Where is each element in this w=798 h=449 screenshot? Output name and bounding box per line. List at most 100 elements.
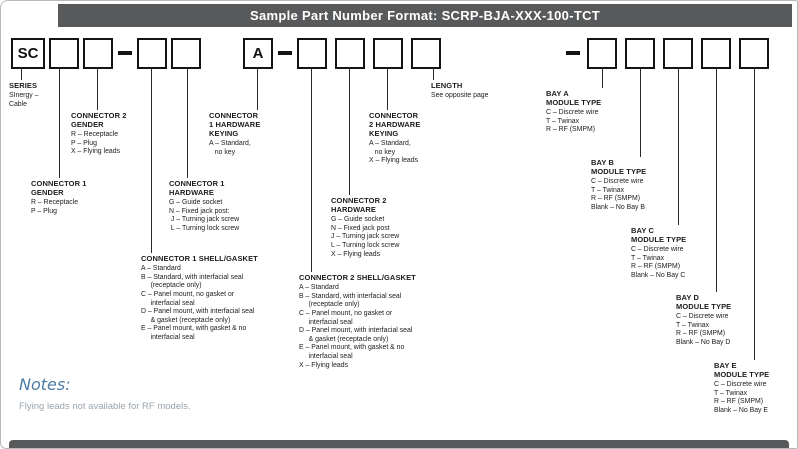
leader-line-connector2-gender	[97, 68, 98, 110]
option-line: X – Flying leads	[299, 361, 349, 369]
option-line: Blank – No Bay D	[676, 338, 731, 346]
leader-line-bay-c	[678, 68, 679, 225]
option-line: L – Turning lock screw	[331, 241, 400, 249]
part-box-connector2-gender	[83, 38, 113, 69]
part-box-connector1-gender	[49, 38, 79, 69]
option-line: interfacial seal	[141, 334, 195, 341]
label-bay-a-title: BAY A MODULE TYPE	[546, 89, 602, 107]
label-connector1-hardware-title: CONNECTOR 1 HARDWARE	[169, 179, 225, 197]
option-line: Cable	[9, 100, 28, 108]
option-line: X – Flying leads	[71, 148, 121, 156]
option-line: A – Standard,	[209, 140, 251, 147]
label-connector1-gender-title: CONNECTOR 1 GENDER	[31, 179, 87, 197]
option-line: C – Discrete wire	[714, 381, 767, 388]
option-line: (receptacle only)	[141, 282, 202, 290]
option-line: R – RF (SMPM)	[591, 195, 640, 203]
option-line: interfacial seal	[299, 353, 353, 360]
label-length-options: See opposite page	[431, 92, 488, 101]
part-box-bay-e	[739, 38, 769, 69]
option-line: R – Receptacle	[71, 131, 119, 138]
option-line: & gasket (receptacle only)	[299, 335, 389, 343]
part-box-length	[411, 38, 441, 69]
leader-line-length	[433, 68, 434, 80]
option-line: L – Turning lock screw	[169, 224, 240, 232]
part-box-bay-b	[625, 38, 655, 69]
option-line: T – Twinax	[546, 117, 580, 125]
option-line: C – Discrete wire	[631, 246, 684, 253]
label-bay-c-title: BAY C MODULE TYPE	[631, 226, 687, 244]
label-connector1-hardware-keying-options: A – Standard, no key	[209, 140, 260, 157]
option-line: R – RF (SMPM)	[714, 398, 763, 406]
option-line: P – Plug	[31, 207, 57, 215]
notes-heading: Notes:	[19, 375, 71, 394]
option-line: B – Standard, with interfacial seal	[299, 292, 402, 300]
part-box-bay-a	[587, 38, 617, 69]
label-length-title: LENGTH	[431, 81, 463, 90]
option-line: C – Panel mount, no gasket or	[299, 309, 393, 317]
label-connector2-hardware-keying: CONNECTOR 2 HARDWARE KEYING A – Standard…	[369, 111, 420, 166]
leader-line-bay-e	[754, 68, 755, 360]
leader-line-connector1-shell-gasket	[151, 68, 152, 253]
label-connector2-shell-gasket-title: CONNECTOR 2 SHELL/GASKET	[299, 273, 416, 282]
part-box-bay-c	[663, 38, 693, 69]
title-bar: Sample Part Number Format: SCRP-BJA-XXX-…	[58, 4, 792, 27]
option-line: P – Plug	[71, 139, 97, 147]
leader-line-bay-d	[716, 68, 717, 292]
option-line: no key	[369, 148, 396, 156]
part-box-connector2-shell-gasket	[297, 38, 327, 69]
label-connector2-hardware-title: CONNECTOR 2 HARDWARE	[331, 196, 387, 214]
label-bay-e-title: BAY E MODULE TYPE	[714, 361, 770, 379]
option-line: X – Flying leads	[369, 157, 419, 165]
option-line: J – Turning jack screw	[169, 216, 240, 224]
dash-separator-3	[566, 51, 580, 55]
page-title: Sample Part Number Format: SCRP-BJA-XXX-…	[250, 8, 600, 23]
label-connector1-hardware-keying: CONNECTOR 1 HARDWARE KEYING A – Standard…	[209, 111, 260, 157]
label-bay-d-title: BAY D MODULE TYPE	[676, 293, 732, 311]
label-series-options: SInergy –Cable	[9, 92, 39, 109]
option-line: A – Standard,	[369, 140, 411, 147]
label-connector1-hardware-keying-title: CONNECTOR 1 HARDWARE KEYING	[209, 111, 261, 138]
label-connector1-shell-gasket-title: CONNECTOR 1 SHELL/GASKET	[141, 254, 258, 263]
label-connector2-gender-title: CONNECTOR 2 GENDER	[71, 111, 127, 129]
option-line: Blank – No Bay B	[591, 203, 646, 211]
option-line: C – Panel mount, no gasket or	[141, 290, 235, 298]
option-line: G – Guide socket	[169, 199, 223, 206]
leader-line-series	[21, 68, 22, 80]
option-line: C – Discrete wire	[676, 313, 729, 320]
option-line: Blank – No Bay C	[631, 271, 686, 279]
part-box-connector1-keying: A	[243, 38, 273, 69]
leader-line-connector1-keying	[257, 68, 258, 110]
part-box-bay-d	[701, 38, 731, 69]
leader-line-connector2-shell-gasket	[311, 68, 312, 272]
leader-line-connector1-hardware	[187, 68, 188, 178]
option-line: B – Standard, with interfacial seal	[141, 273, 244, 281]
option-line: D – Panel mount, with interfacial seal	[299, 327, 413, 335]
option-line: & gasket (receptacle only)	[141, 316, 231, 324]
option-line: C – Discrete wire	[591, 178, 644, 185]
option-line: D – Panel mount, with interfacial seal	[141, 308, 255, 316]
option-line: T – Twinax	[631, 254, 665, 262]
option-line: C – Discrete wire	[546, 109, 599, 116]
footer-bar	[9, 440, 789, 448]
dash-separator-1	[118, 51, 132, 55]
option-line: A – Standard	[141, 265, 181, 272]
option-line: E – Panel mount, with gasket & no	[299, 344, 405, 352]
